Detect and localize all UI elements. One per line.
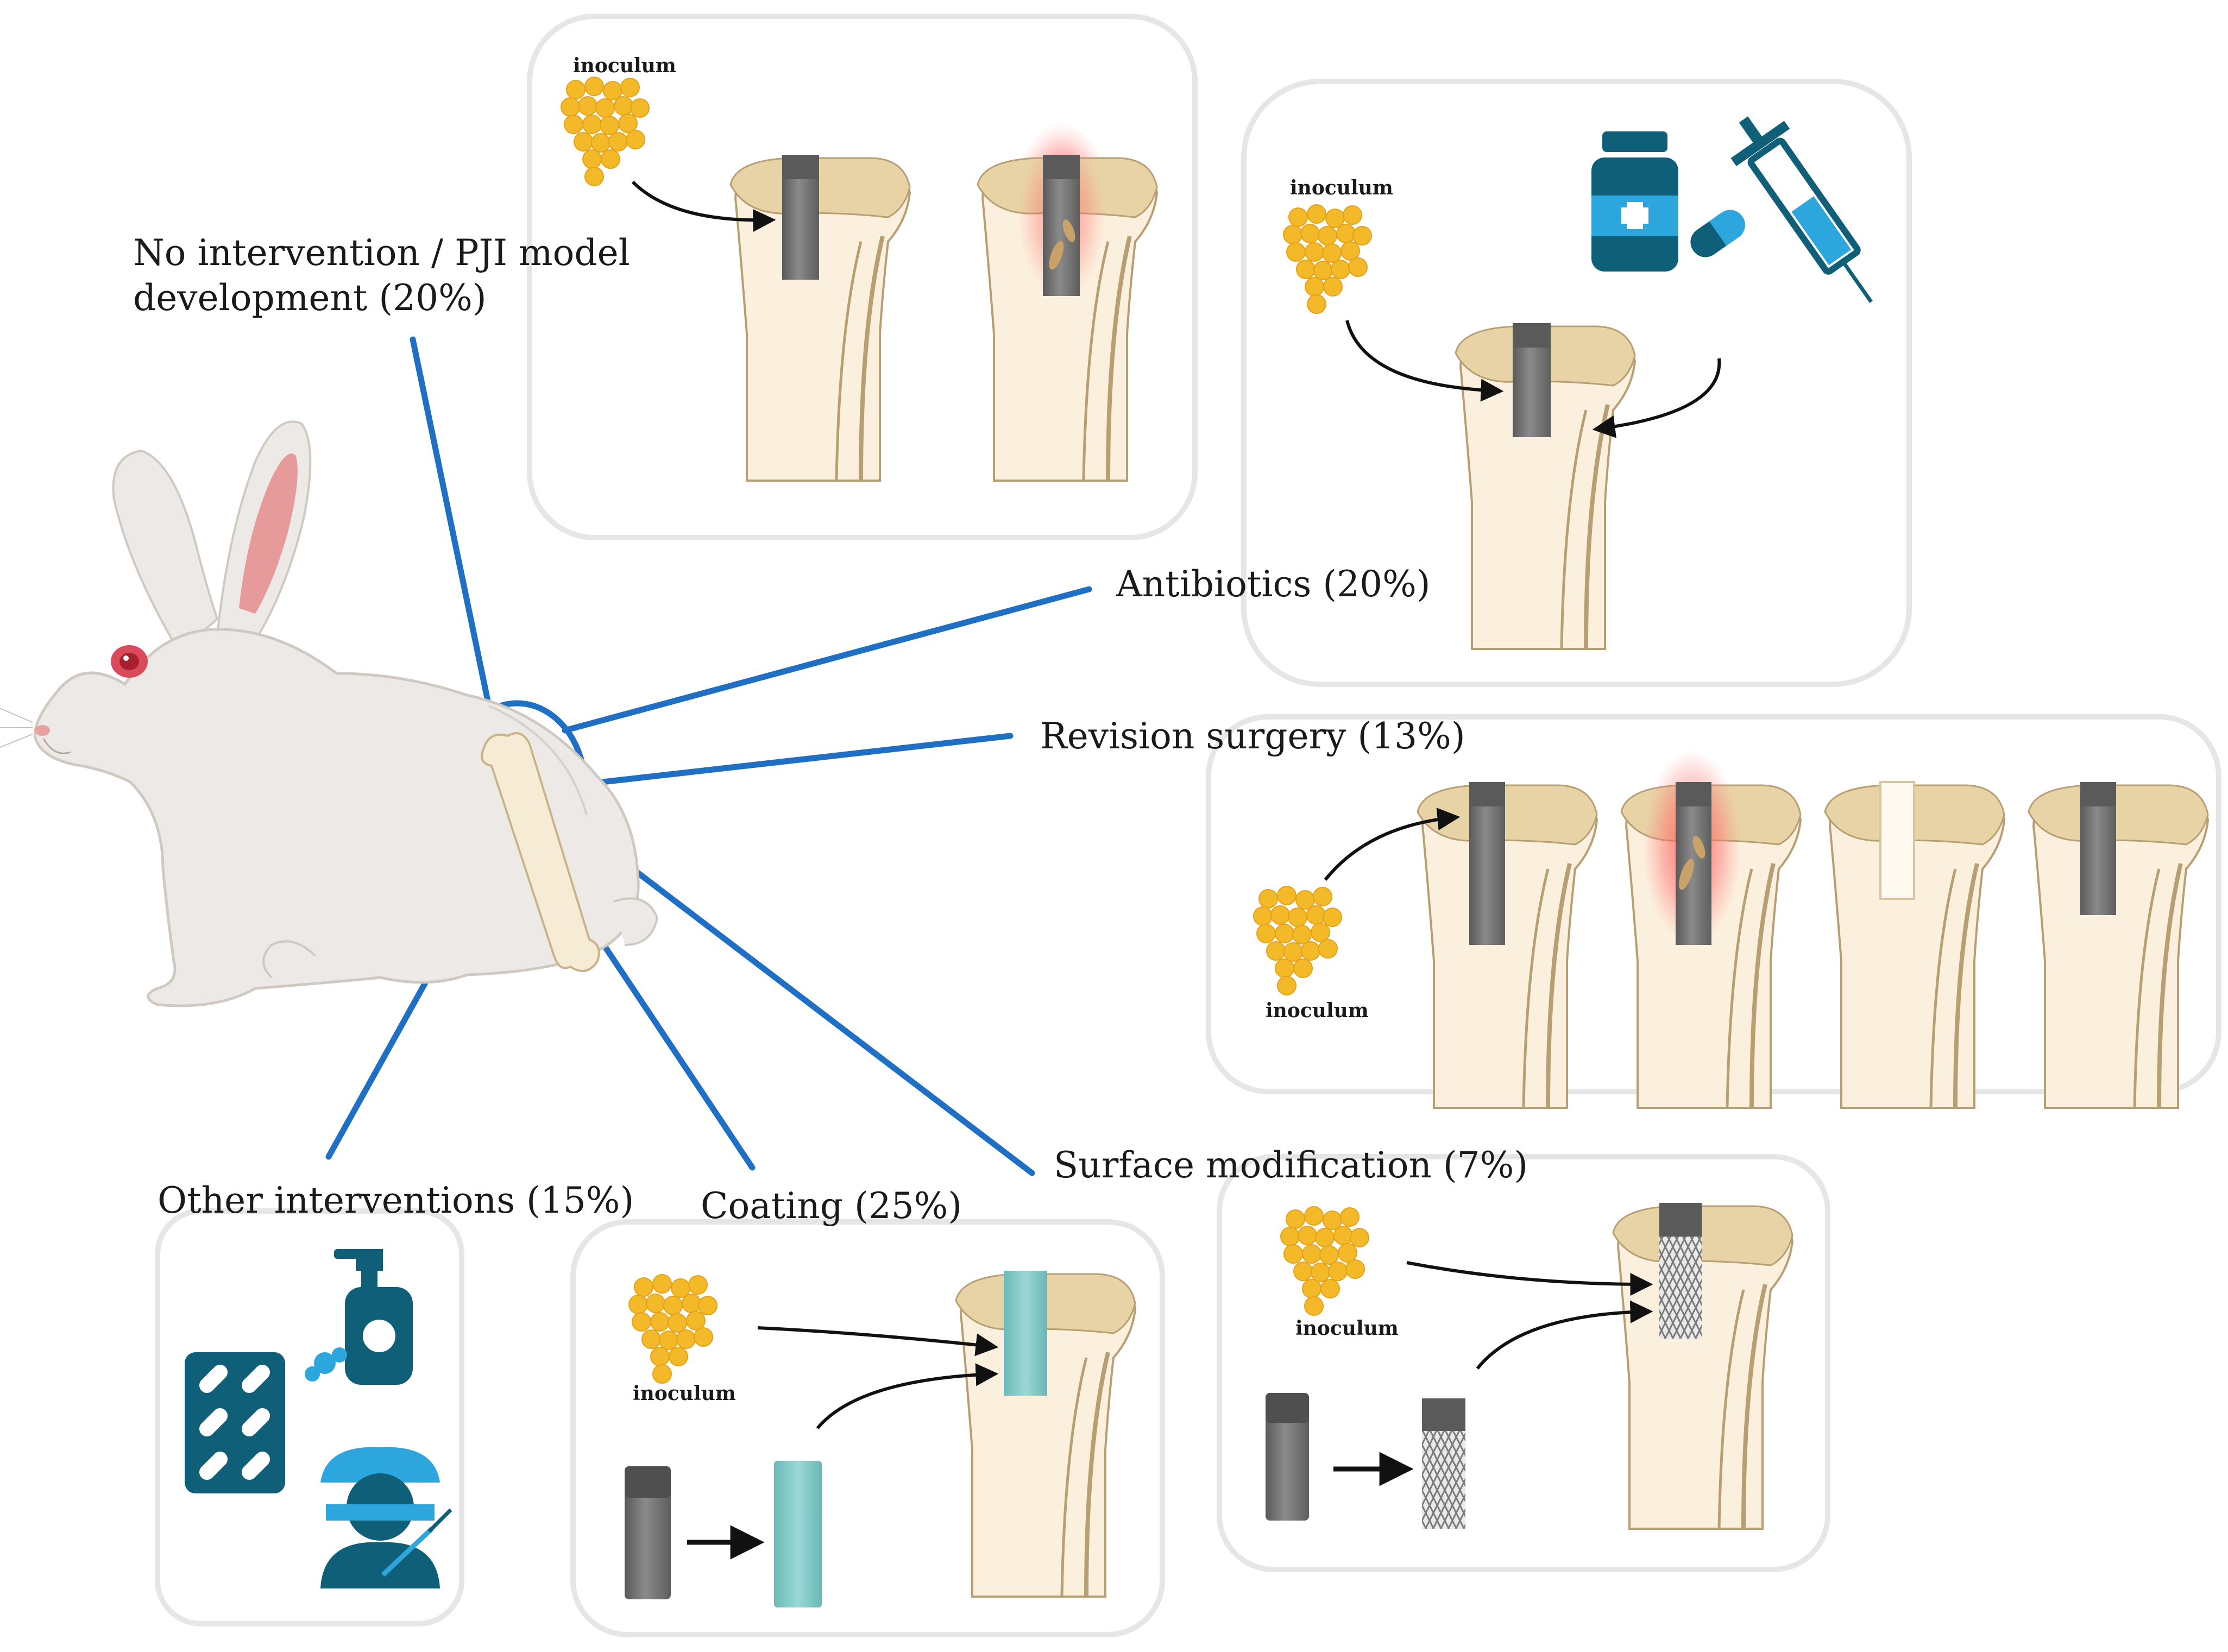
inoculum-label: inoculum — [573, 54, 676, 77]
implant — [1266, 1393, 1309, 1521]
label-antibiotics: Antibiotics (20%) — [1116, 563, 1431, 605]
inoculum-label: inoculum — [1290, 176, 1393, 199]
medicine-bottle-icon — [1591, 131, 1678, 272]
panel-revision-content — [1253, 749, 2208, 1108]
panel-surface-content — [1266, 1203, 1792, 1529]
label-no-intervention: No intervention / PJI model development … — [133, 232, 630, 319]
femur-icon — [481, 732, 600, 972]
pill-blister-icon — [185, 1352, 285, 1493]
inoculum-label: inoculum — [1266, 999, 1369, 1022]
inoculum-label: inoculum — [633, 1382, 736, 1405]
implant — [1469, 782, 1505, 945]
panel-antibiotics-content — [1283, 116, 1873, 649]
capsule-icon — [1690, 210, 1745, 257]
panel-no-intervention-content — [561, 77, 1157, 481]
label-coating: Coating (25%) — [701, 1185, 962, 1227]
empty-canal — [1879, 781, 1915, 900]
panel-other-content — [185, 1249, 452, 1588]
implant — [625, 1466, 671, 1599]
label-surface: Surface modification (7%) — [1054, 1144, 1528, 1186]
soap-dispenser-icon — [305, 1249, 413, 1385]
inoculum-label: inoculum — [1295, 1317, 1399, 1340]
rabbit-illustration — [0, 420, 659, 1007]
label-revision: Revision surgery (13%) — [1040, 715, 1465, 757]
syringe-icon — [1730, 116, 1873, 303]
surgeon-icon — [320, 1447, 452, 1588]
coated-implant — [1004, 1271, 1047, 1396]
panel-coating-content — [625, 1271, 1135, 1607]
coated-implant — [774, 1461, 822, 1607]
label-other: Other interventions (15%) — [158, 1180, 634, 1221]
